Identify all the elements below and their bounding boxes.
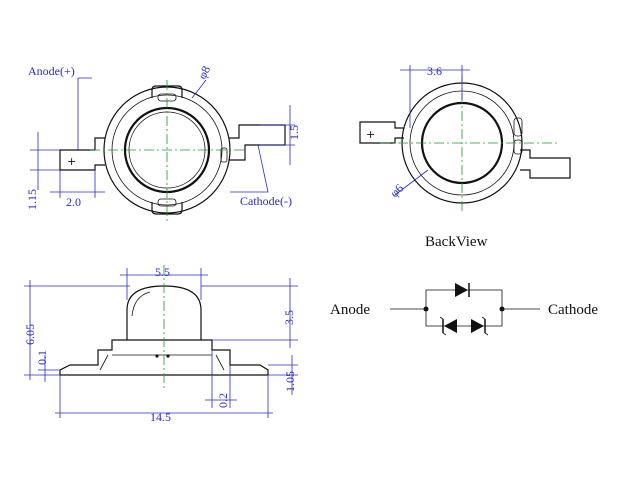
- top-cathode-lead: [229, 124, 286, 161]
- side-dot-left: [155, 354, 159, 358]
- back-view: + 3.6 φ6 BackView: [359, 64, 571, 250]
- top-anode-label: Anode(+): [28, 64, 75, 78]
- back-notch-lower: [513, 139, 523, 155]
- back-view-title: BackView: [425, 234, 488, 250]
- anode-leader: [77, 77, 92, 150]
- dim-3-6-text: 3.6: [427, 64, 442, 78]
- side-dome: [126, 285, 202, 340]
- schematic-anode-label: Anode: [330, 302, 370, 318]
- dim-1-15-text: 1.15: [25, 189, 39, 210]
- dim-0-1-text: 0.1: [35, 350, 49, 365]
- phi6-leader: [394, 169, 429, 196]
- anode-plus-mark: +: [67, 155, 76, 168]
- tvs-diode-right-icon: [471, 319, 484, 333]
- back-dia-label: φ6: [387, 181, 406, 200]
- back-anode-lead: [359, 121, 404, 144]
- side-view: 5.5 6.05 0.1 3.5 1.05 0.2 14.5: [23, 265, 298, 424]
- dim-3-5-text: 3.5: [282, 310, 296, 325]
- dim-2-0-text: 2.0: [66, 195, 81, 209]
- top-dia-label: φ8: [195, 64, 213, 82]
- top-cathode-label: Cathode(-): [240, 194, 292, 208]
- dim-0-2-text: 0.2: [216, 393, 230, 408]
- rail-bottom: [425, 309, 503, 327]
- top-cathode-notch: [220, 147, 228, 163]
- tvs-flag-right-bot: [484, 332, 489, 336]
- schematic-cathode-label: Cathode: [548, 302, 598, 318]
- dim-1-05-text: 1.05: [283, 371, 297, 392]
- side-dome-highlight: [131, 291, 151, 317]
- side-leg-left: [99, 354, 109, 371]
- phi8-leader: [191, 79, 207, 99]
- dim-5-5-text: 5.5: [155, 265, 170, 279]
- dim-1-5-text: 1.5: [287, 125, 301, 140]
- rail-top: [425, 289, 503, 309]
- top-view: + Anode(+) φ8 1.5 Cathode(-) 1.15 2.0: [25, 64, 301, 222]
- tvs-flag-left-bot: [442, 332, 447, 336]
- led-diode-icon: [455, 283, 468, 297]
- schematic: Anode Cathode: [330, 283, 598, 336]
- back-plus-mark: +: [366, 128, 375, 141]
- back-cathode-lead: [520, 149, 571, 179]
- dim-14-5-text: 14.5: [150, 410, 171, 424]
- tvs-flag-right-top: [481, 316, 486, 320]
- cathode-leader: [230, 144, 269, 193]
- side-dot-right: [166, 354, 170, 358]
- side-leg-right: [215, 354, 225, 371]
- top-anode-lead: [59, 137, 105, 171]
- tvs-diode-left-icon: [444, 319, 457, 333]
- dim-6-05-text: 6.05: [23, 324, 37, 345]
- back-notch-upper: [513, 117, 523, 137]
- tvs-flag-left-top: [439, 316, 444, 320]
